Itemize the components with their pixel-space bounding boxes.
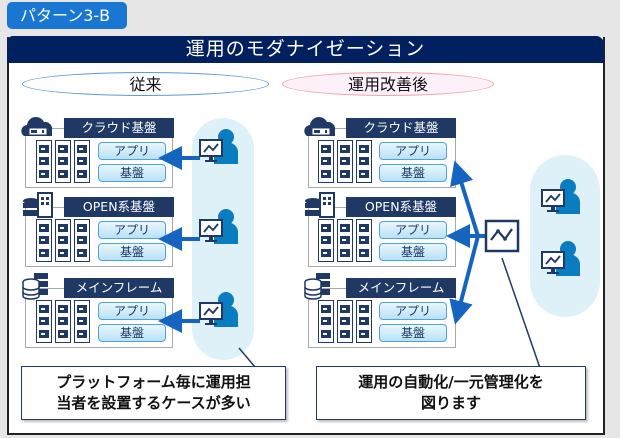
before-heading: 従来	[22, 72, 269, 96]
callout-connector-before	[238, 347, 256, 368]
platform-label: OPEN系基盤	[64, 197, 174, 217]
note-before-line2: 当者を設置するケースが多い	[56, 394, 251, 412]
platform-label: メインフレーム	[346, 278, 456, 298]
central-monitor-icon	[484, 219, 520, 253]
operator-icon	[541, 240, 581, 277]
app-layer: アプリ	[379, 142, 447, 160]
pattern-badge: パターン3-B	[7, 2, 127, 29]
server-rack-icon	[36, 219, 90, 262]
platform-label: メインフレーム	[64, 278, 174, 298]
infra-layer: 基盤	[98, 324, 166, 342]
platform-label: クラウド基盤	[346, 118, 456, 138]
arrow-after-cloud	[450, 160, 480, 237]
infra-layer: 基盤	[379, 243, 447, 261]
operator-icon	[199, 128, 239, 165]
app-layer: アプリ	[379, 302, 447, 320]
app-layer: アプリ	[379, 221, 447, 239]
database-building-icon	[305, 192, 335, 218]
infra-layer: 基盤	[98, 164, 166, 182]
operator-icon	[541, 178, 581, 215]
platform-label: OPEN系基盤	[346, 197, 456, 217]
database-building-icon	[23, 192, 53, 218]
page-title: 運用のモダナイゼーション	[7, 36, 604, 63]
note-after-line1: 運用の自動化/一元管理化を	[358, 373, 544, 391]
app-layer: アプリ	[98, 302, 166, 320]
infra-layer: 基盤	[379, 164, 447, 182]
platform-label: クラウド基盤	[64, 118, 174, 138]
server-rack-icon	[36, 140, 90, 183]
operator-icon	[199, 208, 239, 245]
callout-connector-after	[501, 257, 541, 369]
infra-layer: 基盤	[379, 324, 447, 342]
cloud-server-icon	[304, 117, 336, 136]
server-rack-icon	[318, 140, 372, 183]
infra-layer: 基盤	[98, 243, 166, 261]
cloud-server-icon	[21, 117, 53, 136]
server-rack-icon	[36, 300, 90, 343]
after-heading: 運用改善後	[282, 72, 494, 96]
server-rack-icon	[318, 219, 372, 262]
operator-icon	[199, 291, 239, 328]
note-after-line2: 図ります	[420, 394, 481, 412]
server-rack-icon	[318, 300, 372, 343]
database-server-icon	[304, 273, 330, 300]
database-server-icon	[22, 273, 48, 300]
note-before-line1: プラットフォーム毎に運用担	[56, 373, 251, 391]
note-before: プラットフォーム毎に運用担 当者を設置するケースが多い	[21, 366, 286, 420]
note-after: 運用の自動化/一元管理化を 図ります	[316, 366, 586, 420]
arrow-after-mainframe	[449, 235, 480, 325]
